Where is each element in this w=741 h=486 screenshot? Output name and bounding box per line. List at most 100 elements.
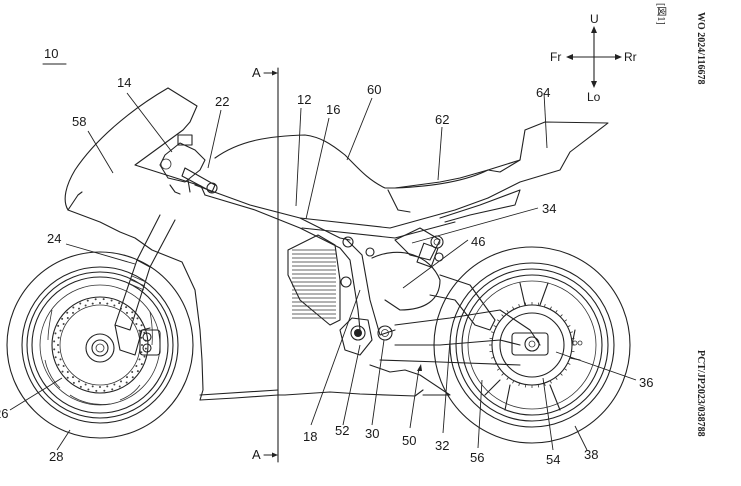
disc-hole — [135, 323, 138, 325]
disc-hole — [91, 302, 94, 305]
leader-34 — [411, 207, 539, 244]
disc-hole — [66, 370, 69, 373]
brake-lever-pivot — [160, 158, 172, 170]
leader-64 — [543, 92, 548, 149]
rear-axle-center — [528, 340, 536, 348]
label-56: 56 — [470, 450, 484, 465]
label-30: 30 — [365, 426, 379, 441]
frame-pivot-upper — [342, 236, 354, 248]
handlebar-assembly — [159, 134, 218, 195]
leader-50-arrowhead — [417, 364, 422, 371]
sprocket-tooth — [555, 309, 558, 313]
rear-axle — [524, 336, 540, 352]
sprocket-tooth — [567, 325, 571, 328]
disc-hole — [140, 324, 143, 327]
direction-down-label: Lo — [587, 90, 601, 104]
drive-sprocket-center — [354, 329, 362, 337]
disc-hole — [84, 383, 87, 386]
leader-26 — [9, 377, 63, 411]
rim-valve-b — [577, 340, 583, 346]
disc-hole — [141, 344, 143, 346]
sprocket-tooth — [490, 356, 495, 359]
disc-hole — [66, 317, 69, 320]
rear-rim-outer — [455, 268, 609, 422]
disc-hole — [53, 348, 56, 351]
disc-hole — [110, 299, 113, 302]
sprocket-tooth — [567, 362, 571, 365]
sprocket-tooth — [569, 331, 574, 334]
rear-rim-ring — [467, 280, 597, 410]
rear-tire-outer — [433, 246, 631, 444]
radiator-hatch — [292, 249, 336, 319]
rear-rim-inner — [461, 274, 603, 416]
label-12: 12 — [297, 92, 311, 107]
leader-28 — [56, 429, 71, 451]
sprocket-tooth — [496, 319, 500, 322]
body-cover — [214, 134, 489, 213]
label-32: 32 — [435, 438, 449, 453]
drive-sprocket — [350, 325, 366, 341]
disc-hole — [57, 363, 60, 366]
label-36: 36 — [639, 375, 653, 390]
label-38: 38 — [584, 447, 598, 462]
direction-front-label: Fr — [550, 50, 561, 64]
leader-lines — [9, 92, 637, 451]
disc-hole — [120, 380, 122, 383]
disc-hole — [131, 376, 134, 379]
label-26: 26 — [0, 406, 8, 421]
disc-hole — [143, 355, 146, 358]
disc-hole — [54, 356, 57, 359]
sprocket-tooth — [493, 362, 497, 365]
front-hub — [85, 333, 115, 363]
disc-hole — [79, 302, 82, 305]
leader-30 — [371, 339, 385, 426]
label-60: 60 — [367, 82, 381, 97]
sprocket-tooth — [501, 314, 504, 317]
disc-hole — [131, 311, 134, 314]
disc-hole — [86, 299, 89, 302]
shock-absorber — [416, 242, 439, 268]
leader-52 — [342, 344, 361, 426]
disc-hole — [102, 298, 105, 301]
disc-hole — [53, 340, 56, 343]
rear-sprocket — [491, 304, 573, 386]
disc-hole — [59, 329, 62, 332]
leader-50 — [409, 367, 420, 429]
disc-hole — [131, 370, 134, 373]
disc-hole — [94, 298, 97, 301]
disc-hole — [118, 385, 121, 388]
rear-sprocket-inner — [499, 312, 565, 378]
disc-hole — [91, 385, 94, 388]
section-line-a: A A — [252, 65, 279, 463]
disc-hole — [79, 385, 82, 388]
sprocket-tooth — [506, 377, 509, 381]
leader-16 — [305, 117, 330, 220]
disc-hole — [72, 381, 75, 384]
disc-hole — [106, 302, 109, 305]
disc-hole — [125, 311, 128, 314]
swingarm-pivot-inner — [381, 329, 389, 337]
label-24: 24 — [47, 231, 61, 246]
leader-22 — [207, 109, 222, 169]
sprocket-tooth — [560, 314, 563, 317]
main-frame — [194, 184, 489, 336]
section-marker-top: A — [252, 65, 261, 80]
label-34: 34 — [542, 201, 556, 216]
swingarm-pivot — [339, 317, 393, 356]
sprocket-tooth — [518, 303, 521, 308]
sprocket-tooth — [490, 331, 495, 334]
front-brake-disc-inner — [59, 304, 141, 386]
disc-hole — [72, 306, 75, 309]
disc-hole — [72, 376, 75, 379]
front-tire-outer — [6, 251, 194, 439]
disc-hole — [99, 302, 101, 304]
front-rim-outer — [26, 271, 174, 419]
front-brake-caliper — [139, 329, 161, 356]
section-arrowhead-top — [272, 70, 278, 76]
frame-bolt — [365, 247, 375, 257]
sprocket-tooth — [564, 368, 568, 371]
sprocket-tooth — [549, 306, 552, 310]
direction-up-label: U — [590, 12, 599, 26]
label-28: 28 — [49, 449, 63, 464]
